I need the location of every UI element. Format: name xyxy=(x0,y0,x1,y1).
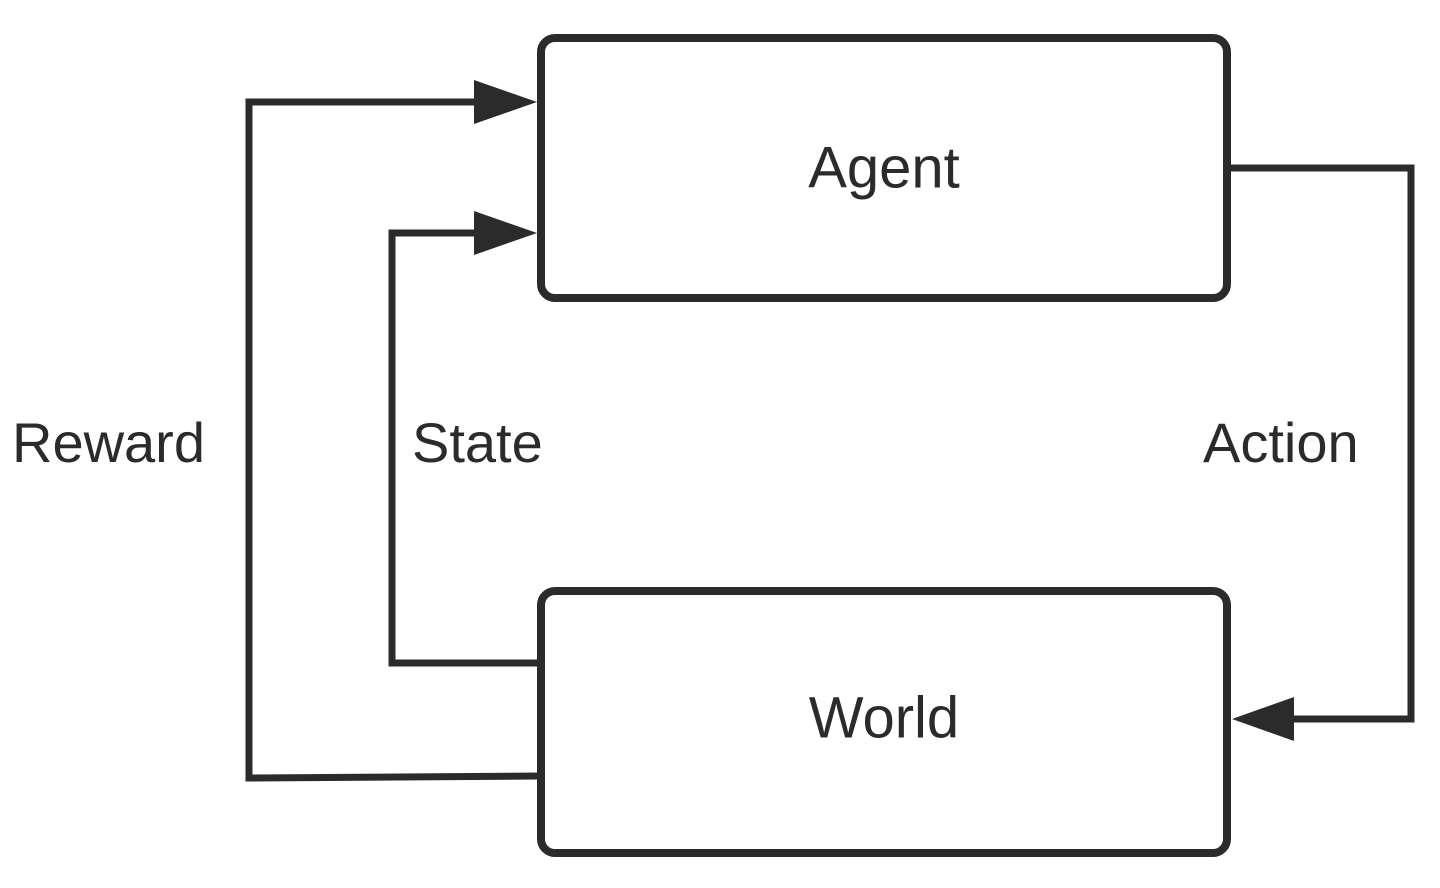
agent-box xyxy=(537,34,1231,302)
state-label: State xyxy=(412,411,543,474)
action-arrowhead xyxy=(1232,697,1294,741)
reward-edge: Reward xyxy=(12,80,541,782)
action-connector xyxy=(1227,164,1415,723)
agent-label: Agent xyxy=(808,135,960,200)
world-box xyxy=(537,587,1231,857)
reward-connector xyxy=(245,98,541,782)
action-label: Action xyxy=(1203,411,1359,474)
world-node: World xyxy=(537,587,1231,857)
action-edge: Action xyxy=(1203,164,1415,741)
state-connector xyxy=(388,229,541,667)
state-edge: State xyxy=(388,211,543,667)
agent-node: Agent xyxy=(537,34,1231,302)
world-label: World xyxy=(809,685,959,750)
reward-arrowhead xyxy=(474,80,537,124)
state-arrowhead xyxy=(474,211,537,255)
reward-label: Reward xyxy=(12,411,205,474)
